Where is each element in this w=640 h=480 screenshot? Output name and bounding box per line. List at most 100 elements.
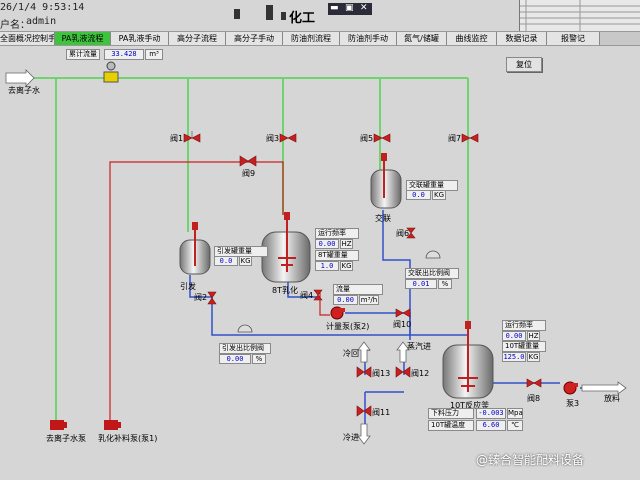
- nav-tab-8[interactable]: 曲线监控: [447, 32, 497, 45]
- crosslink-ratio-label: 交联出比例阀: [405, 268, 459, 279]
- initiator-tank: [179, 222, 211, 275]
- watermark: @臻合智能配料设备: [476, 453, 585, 467]
- emulsify-weight-label: 8T罐重量: [315, 250, 359, 261]
- valve-5-icon: [373, 133, 391, 143]
- initiator-ratio-value: 0.00: [219, 354, 251, 364]
- cold-out-label: 冷回: [343, 349, 359, 358]
- crosslink-tank-label: 交联: [375, 214, 391, 223]
- steam-in-label: 蒸汽进: [407, 342, 431, 351]
- reactor-tank: [442, 321, 494, 399]
- nav-tab-4[interactable]: 高分子手动: [226, 32, 283, 45]
- username: admin: [26, 16, 57, 27]
- emulsify-tank-label: 8T乳化: [272, 286, 298, 295]
- crosslink-tank: [370, 153, 402, 209]
- emulsify-tank: [261, 212, 311, 283]
- valve-7-icon: [461, 133, 479, 143]
- crosslink-weight-value: 0.0: [406, 190, 431, 200]
- discharge-pressure-unit: Mpa: [507, 408, 523, 419]
- total-flow-value: 33.428: [104, 49, 144, 60]
- discharge-pressure-value: -0.003: [476, 408, 506, 419]
- reactor-weight-unit: KG: [527, 352, 540, 362]
- reactor-tank-label: 10T反应釜: [450, 401, 490, 410]
- nav-tab-3[interactable]: 高分子流程: [169, 32, 226, 45]
- minimize-icon[interactable]: ▬: [330, 3, 339, 13]
- valve-3-icon: [279, 133, 297, 143]
- nav-tab-5[interactable]: 防油剂流程: [283, 32, 340, 45]
- valve-13-icon: [356, 366, 372, 378]
- alarm-grid: [519, 0, 640, 31]
- emulsifier-pump-icon: [104, 420, 121, 430]
- top-header: 26/1/4 9:53:14 户名： admin 化工 ▬ ▣ ✕: [0, 0, 640, 31]
- valve-9-icon: [239, 155, 257, 167]
- valve-8-label: 阀8: [527, 394, 541, 403]
- initiator-tank-label: 引发: [180, 282, 196, 291]
- valve-8-icon: [526, 378, 542, 388]
- valve-1-icon: [183, 131, 201, 143]
- flow-unit: m³/h: [359, 295, 379, 305]
- nav-tab-9[interactable]: 数据记录: [497, 32, 547, 45]
- reactor-freq-value: 0.00: [502, 331, 526, 341]
- nav-tab-7[interactable]: 氮气/储罐: [397, 32, 447, 45]
- valve-10-label: 阀10: [393, 320, 412, 329]
- valve-2-label: 阀2: [194, 293, 208, 302]
- initiator-weight-value: 0.0: [214, 256, 238, 266]
- valve-12-icon: [395, 366, 411, 378]
- discharge-label: 放料: [604, 394, 620, 403]
- emulsify-weight-unit: KG: [340, 261, 353, 271]
- crosslink-control-valve-icon: [425, 250, 441, 259]
- close-icon[interactable]: ✕: [360, 3, 368, 13]
- restore-icon[interactable]: ▣: [345, 3, 354, 13]
- window-controls: ▬ ▣ ✕: [328, 3, 372, 15]
- reactor-temp-value: 6.60: [476, 420, 506, 431]
- valve-13-label: 阀13: [372, 369, 391, 378]
- emulsify-freq-value: 0.00: [315, 239, 339, 249]
- initiator-ratio-unit: %: [252, 354, 266, 364]
- reactor-freq-label: 运行频率: [502, 320, 546, 331]
- meter-pump-icon: [330, 306, 345, 320]
- logo-block-icon: [266, 5, 273, 20]
- nav-tab-10[interactable]: 报警记: [547, 32, 600, 45]
- crosslink-weight-unit: KG: [432, 190, 446, 200]
- meter-pump-label: 计量泵(泵2): [326, 322, 370, 331]
- valve-2-icon: [207, 291, 217, 305]
- emulsifier-pump-label: 乳化补料泵(泵1): [98, 434, 158, 443]
- valve-4-label: 阀4: [300, 291, 314, 300]
- valve-3-label: 阀3: [266, 134, 280, 143]
- total-flow-label: 累计流量: [66, 49, 100, 60]
- reactor-temp-unit: ℃: [507, 420, 523, 431]
- flow-label: 流量: [333, 284, 383, 295]
- flow-value: 0.00: [333, 295, 358, 305]
- nav-tab-0[interactable]: 全面概况控制手动: [0, 32, 55, 45]
- nav-tab-1[interactable]: PA乳液流程: [55, 32, 111, 45]
- logo-mark-icon: [234, 9, 240, 19]
- valve-7-label: 阀7: [448, 134, 462, 143]
- valve-11-icon: [356, 405, 372, 417]
- user-label: 户名：: [0, 20, 30, 31]
- nav-tab-2[interactable]: PA乳液手动: [111, 32, 169, 45]
- initiator-control-valve-icon: [237, 324, 253, 333]
- nav-tab-6[interactable]: 防油剂手动: [340, 32, 397, 45]
- emulsify-freq-unit: HZ: [340, 239, 353, 249]
- valve-11-label: 阀11: [372, 408, 391, 417]
- crosslink-ratio-value: 0.01: [405, 279, 437, 289]
- valve-6-label: 阀6: [396, 229, 410, 238]
- flow-meter-icon: [103, 61, 119, 83]
- reactor-freq-unit: HZ: [527, 331, 540, 341]
- deion-pump-label: 去离子水泵: [46, 434, 86, 443]
- datetime: 26/1/4 9:53:14: [0, 2, 85, 13]
- valve-10-icon: [395, 308, 411, 318]
- water-in-label: 去离子水: [8, 86, 40, 95]
- reactor-weight-label: 10T罐重量: [502, 341, 546, 352]
- discharge-pressure-label: 下料压力: [428, 408, 474, 419]
- crosslink-ratio-unit: %: [438, 279, 452, 289]
- reset-button[interactable]: 复位: [506, 57, 542, 72]
- pump-3-label: 泵3: [566, 399, 580, 408]
- reactor-temp-label: 10T罐温度: [428, 420, 474, 431]
- valve-12-label: 阀12: [411, 369, 430, 378]
- cold-in-label: 冷进: [343, 433, 359, 442]
- total-flow-unit: m³: [145, 49, 163, 60]
- initiator-ratio-label: 引发出比例阀: [219, 343, 271, 354]
- company-name: 化工: [289, 11, 316, 26]
- initiator-weight-unit: KG: [239, 256, 252, 266]
- valve-5-label: 阀5: [360, 134, 374, 143]
